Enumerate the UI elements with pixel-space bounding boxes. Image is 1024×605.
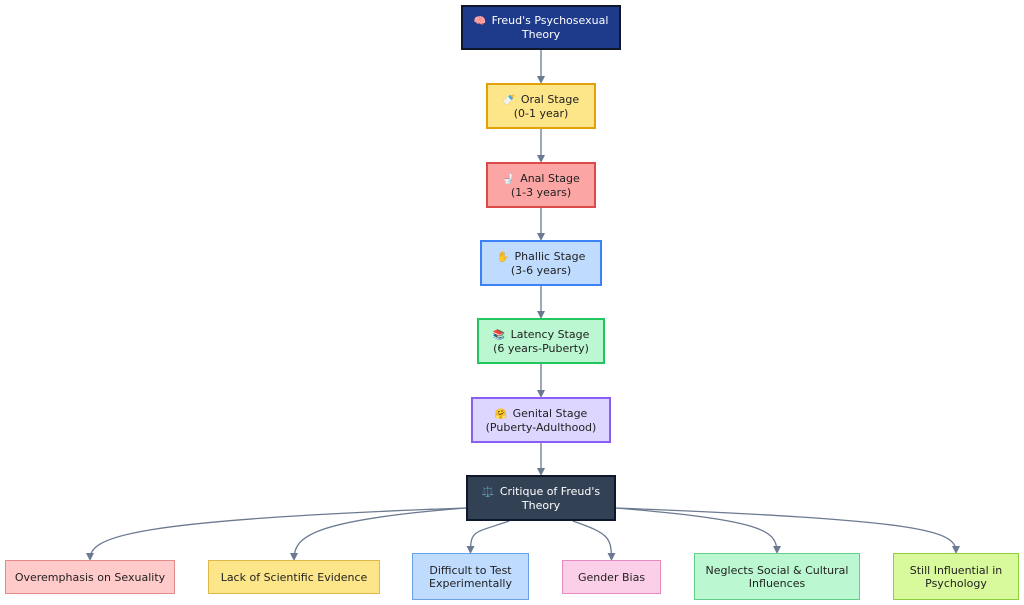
critique-item-difficult-test[interactable]: Difficult to Test Experimentally — [412, 553, 529, 600]
stage-anal-label: Anal Stage — [520, 171, 580, 185]
stage-genital-age: (Puberty-Adulthood) — [485, 420, 597, 434]
root-node[interactable]: 🧠 Freud's Psychosexual Theory — [461, 5, 621, 50]
stage-genital-title: 🤗 Genital Stage — [495, 407, 588, 421]
critique-branch-arrow — [615, 507, 781, 554]
heart-hands-icon: 🤗 — [494, 408, 508, 420]
stage-anal-age: (1-3 years) — [510, 185, 572, 199]
stage-oral-age: (0-1 year) — [513, 106, 569, 120]
stage-latency-age: (6 years-Puberty) — [493, 341, 589, 355]
stage-oral-title: 🍼 Oral Stage — [503, 93, 579, 107]
stage-latency-title: 📚 Latency Stage — [493, 328, 590, 342]
root-node-line2: Theory — [521, 28, 561, 41]
critique-item-neglects-social[interactable]: Neglects Social & Cultural Influences — [694, 553, 860, 600]
toilet-icon: 🚽 — [502, 173, 515, 185]
stage-node-latency[interactable]: 📚 Latency Stage (6 years-Puberty) — [477, 318, 605, 364]
stage-latency-label: Latency Stage — [510, 327, 590, 341]
critique-item-text: Neglects Social & Cultural — [705, 563, 849, 577]
critique-item-text-2: Experimentally — [429, 576, 512, 590]
scales-icon: ⚖️ — [481, 486, 495, 498]
critique-branch-arrow — [572, 520, 616, 561]
critique-subtitle: Theory — [521, 498, 561, 512]
books-icon: 📚 — [492, 329, 506, 341]
stage-node-oral[interactable]: 🍼 Oral Stage (0-1 year) — [486, 83, 596, 129]
critique-branch-arrow — [466, 520, 510, 554]
stage-node-genital[interactable]: 🤗 Genital Stage (Puberty-Adulthood) — [471, 397, 611, 443]
baby-bottle-icon: 🍼 — [502, 94, 516, 106]
critique-item-text: Still Influential in — [909, 563, 1003, 577]
critique-item-lack-evidence[interactable]: Lack of Scientific Evidence — [208, 560, 380, 594]
critique-item-gender-bias[interactable]: Gender Bias — [562, 560, 661, 594]
critique-title: ⚖️ Critique of Freud's — [482, 485, 600, 499]
critique-item-overemphasis-sexuality[interactable]: Overemphasis on Sexuality — [5, 560, 175, 594]
critique-item-text-2: Psychology — [925, 576, 987, 590]
stage-node-phallic[interactable]: ✋ Phallic Stage (3-6 years) — [480, 240, 602, 286]
stage-phallic-label: Phallic Stage — [514, 249, 586, 263]
brain-icon: 🧠 — [473, 16, 487, 27]
stage-node-anal[interactable]: 🚽 Anal Stage (1-3 years) — [486, 162, 596, 208]
stage-genital-label: Genital Stage — [512, 406, 588, 420]
stage-oral-label: Oral Stage — [520, 92, 580, 106]
root-title-text: Freud's Psychosexual — [491, 14, 609, 27]
hand-icon: ✋ — [496, 251, 510, 263]
critique-branch-arrow — [86, 507, 467, 561]
critique-node[interactable]: ⚖️ Critique of Freud's Theory — [466, 475, 616, 521]
critique-item-text: Gender Bias — [577, 570, 646, 584]
stage-anal-title: 🚽 Anal Stage — [502, 172, 580, 186]
stage-phallic-age: (3-6 years) — [510, 263, 572, 277]
critique-branch-arrow — [615, 507, 960, 554]
critique-item-still-influential[interactable]: Still Influential in Psychology — [893, 553, 1019, 600]
critique-item-text-2: Influences — [748, 576, 806, 590]
critique-item-text: Difficult to Test — [429, 563, 512, 577]
root-node-line1: 🧠 Freud's Psychosexual — [474, 14, 609, 28]
critique-branch-arrow — [290, 507, 467, 561]
stage-phallic-title: ✋ Phallic Stage — [497, 250, 586, 264]
critique-label: Critique of Freud's — [499, 484, 601, 498]
critique-item-text: Lack of Scientific Evidence — [220, 570, 368, 584]
critique-item-text: Overemphasis on Sexuality — [14, 570, 166, 584]
